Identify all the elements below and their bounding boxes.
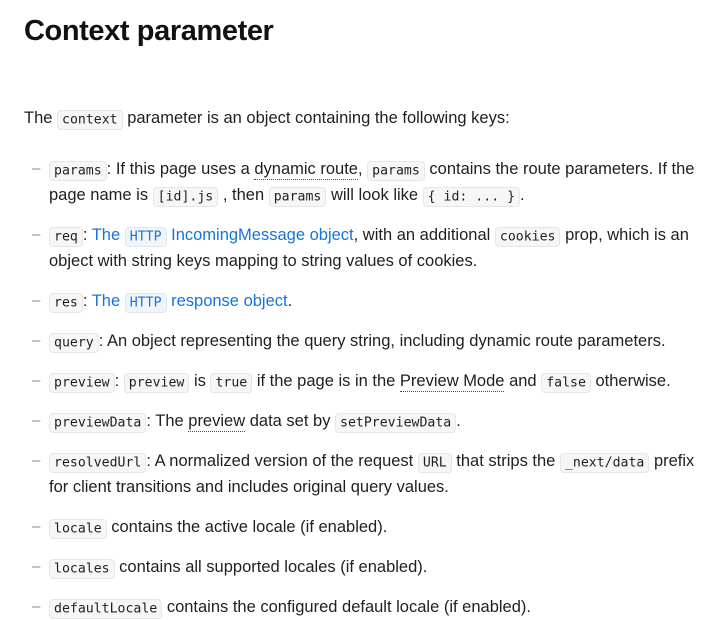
colon-resolvedurl: : — [146, 452, 151, 470]
preview-text-2: if the page is in the — [256, 372, 396, 390]
locales-text-1: contains all supported locales (if enabl… — [119, 558, 428, 576]
inline-code-res-key: res — [49, 292, 83, 313]
query-text-1: An object representing the query string,… — [106, 332, 666, 350]
link-dynamic-route[interactable]: dynamic route — [254, 160, 358, 180]
defaultlocale-text-1: contains the configured default locale (… — [166, 598, 531, 616]
inline-code-cookies: cookies — [494, 226, 561, 247]
link-req-text-a: The — [91, 226, 121, 244]
colon-query: : — [98, 332, 104, 350]
inline-code-params-4: params — [268, 186, 327, 207]
req-text-1: , with an additional — [353, 226, 491, 244]
inline-code-query-key: query — [49, 332, 99, 353]
inline-code-next-data: _next/data — [559, 452, 650, 473]
inline-code-preview-2: preview — [123, 372, 190, 393]
list-item-locale: locale contains the active locale (if en… — [24, 514, 700, 540]
inline-code-params-2: params — [367, 160, 425, 181]
link-http-incomingmessage-object[interactable]: The HTTP IncomingMessage object — [91, 226, 354, 247]
colon-preview: : — [114, 372, 120, 390]
previewdata-text-2: data set by — [249, 412, 331, 430]
params-text-1: If this page uses a — [115, 160, 250, 178]
context-keys-list: params: If this page uses a dynamic rout… — [24, 156, 700, 620]
preview-text-1: is — [193, 372, 206, 390]
list-item-req: req: The HTTP IncomingMessage object, wi… — [24, 222, 700, 274]
link-preview[interactable]: preview — [188, 412, 246, 432]
inline-code-params-key: params — [49, 160, 107, 181]
inline-code-id-js: [id].js — [152, 186, 219, 207]
inline-code-req-key: req — [49, 226, 83, 247]
colon-req: : — [82, 226, 88, 244]
colon-params: : — [106, 160, 112, 178]
params-text-3: contains the route parameters. If the pa… — [49, 160, 695, 204]
inline-code-id-object: { id: ... } — [422, 186, 521, 207]
inline-code-false: false — [541, 372, 591, 393]
inline-code-defaultlocale-key: defaultLocale — [49, 598, 163, 619]
link-res-text-a: The — [91, 292, 121, 310]
req-text-2: prop, which is an object with string key… — [49, 226, 689, 270]
intro-text-after: parameter is an object containing the fo… — [127, 109, 510, 127]
list-item-res: res: The HTTP response object. — [24, 288, 700, 314]
inline-code-url: URL — [417, 452, 452, 473]
resolvedurl-text-1: A normalized version of the request — [154, 452, 414, 470]
params-period: . — [520, 186, 525, 204]
list-item-query: query: An object representing the query … — [24, 328, 700, 354]
preview-text-3: and — [509, 372, 537, 390]
resolvedurl-text-3: prefix for client transitions and includ… — [49, 452, 695, 496]
params-text-5: will look like — [330, 186, 419, 204]
inline-code-context: context — [57, 109, 123, 130]
link-http-response-object[interactable]: The HTTP response object — [91, 292, 288, 313]
list-item-previewdata: previewData: The preview data set by set… — [24, 408, 700, 434]
inline-code-http-res: HTTP — [124, 292, 167, 313]
inline-code-resolvedurl-key: resolvedUrl — [49, 452, 147, 473]
inline-code-locale-key: locale — [49, 518, 107, 539]
res-period: . — [287, 292, 293, 310]
list-item-locales: locales contains all supported locales (… — [24, 554, 700, 580]
previewdata-period: . — [456, 412, 461, 430]
preview-text-4: otherwise. — [595, 372, 671, 390]
intro-paragraph: The context parameter is an object conta… — [24, 106, 700, 130]
link-req-text-b: IncomingMessage object — [171, 226, 354, 244]
list-item-preview: preview: preview is true if the page is … — [24, 368, 700, 394]
colon-res: : — [82, 292, 88, 310]
intro-text-before: The — [24, 109, 53, 127]
colon-previewdata: : — [146, 412, 151, 430]
link-preview-mode[interactable]: Preview Mode — [399, 372, 505, 392]
params-text-4: , then — [222, 186, 265, 204]
inline-code-true: true — [210, 372, 253, 393]
params-comma: , — [357, 160, 363, 178]
link-res-text-b: response object — [171, 292, 288, 310]
list-item-params: params: If this page uses a dynamic rout… — [24, 156, 700, 208]
resolvedurl-text-2: that strips the — [456, 452, 556, 470]
inline-code-setpreviewdata: setPreviewData — [335, 412, 457, 433]
inline-code-previewdata-key: previewData — [49, 412, 147, 433]
inline-code-preview-key: preview — [49, 372, 115, 393]
list-item-resolvedurl: resolvedUrl: A normalized version of the… — [24, 448, 700, 500]
locale-text-1: contains the active locale (if enabled). — [111, 518, 388, 536]
inline-code-locales-key: locales — [49, 558, 115, 579]
inline-code-http-req: HTTP — [124, 226, 167, 247]
previewdata-text-1: The — [155, 412, 184, 430]
page-title: Context parameter — [24, 15, 274, 47]
list-item-defaultlocale: defaultLocale contains the configured de… — [24, 594, 700, 620]
